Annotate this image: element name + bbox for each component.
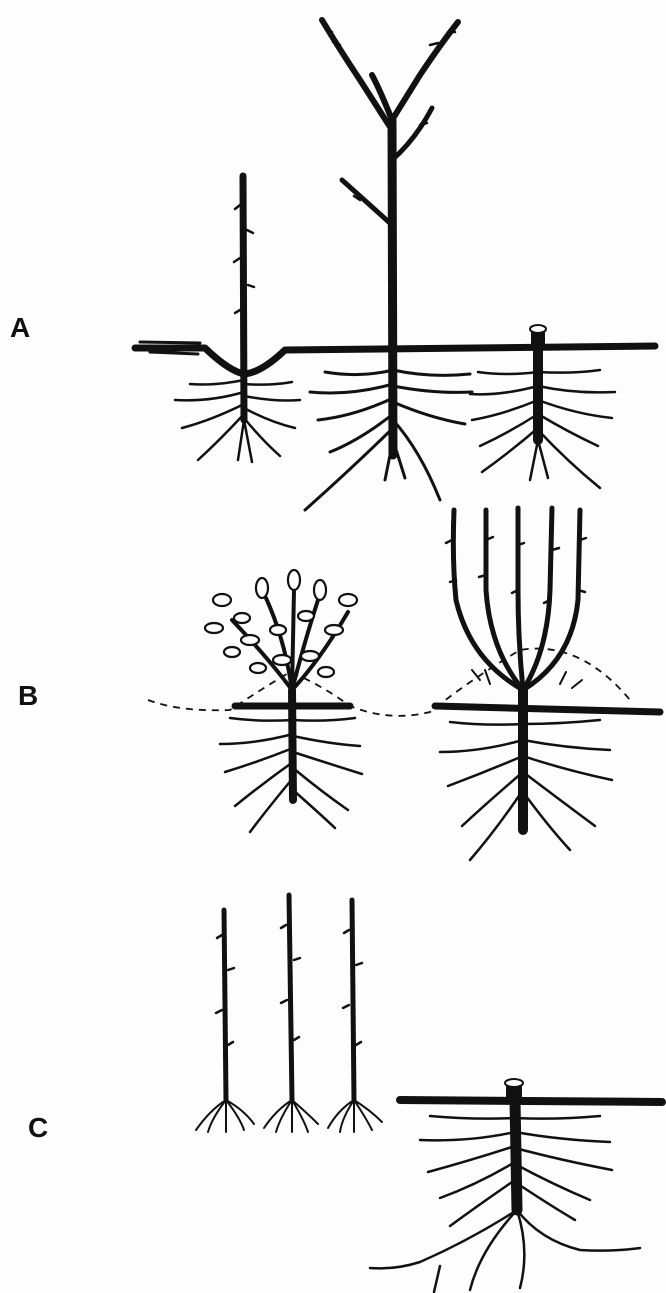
panel-a-plant-2	[305, 20, 472, 510]
panel-c-cutting-1	[196, 910, 254, 1132]
panel-c-cutting-2	[264, 895, 318, 1132]
panel-c-soil-line	[400, 1100, 662, 1102]
panel-b-soil-line-right	[435, 706, 660, 712]
panel-a-plant-1	[175, 176, 300, 462]
panel-b-plant-2	[440, 508, 612, 860]
panel-a-plant-1-roots	[175, 380, 300, 462]
panel-c-cutting-3	[328, 900, 382, 1132]
panel-b-drawing	[148, 508, 660, 860]
panel-b-plant-1	[205, 570, 362, 832]
panel-a-drawing	[135, 20, 655, 510]
panel-c-stump	[370, 1079, 640, 1292]
panel-c-stump-roots	[370, 1116, 640, 1292]
panel-c-drawing	[196, 895, 662, 1292]
